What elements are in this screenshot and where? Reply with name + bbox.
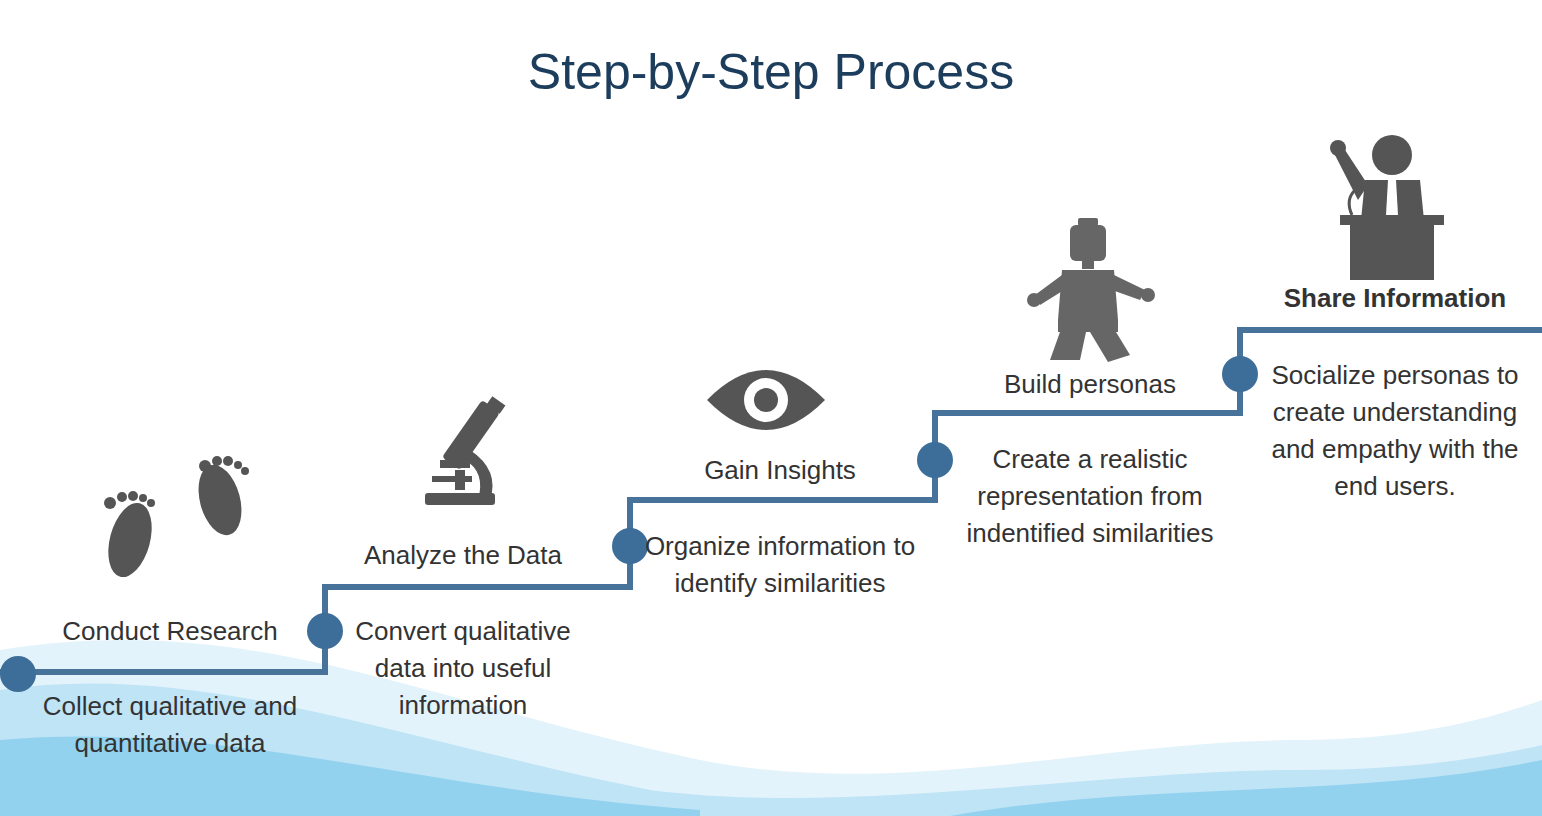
step-heading: Share Information <box>1255 280 1535 317</box>
step-description: Create a realistic representation from i… <box>960 441 1220 552</box>
step-heading: Analyze the Data <box>333 537 593 574</box>
diagram-title: Step-by-Step Process <box>0 40 1542 104</box>
figure-icon <box>1027 218 1155 362</box>
step-dot <box>917 442 953 478</box>
step-description: Organize information to identify similar… <box>635 528 925 602</box>
step-heading: Gain Insights <box>650 452 910 489</box>
step-dot <box>612 528 648 564</box>
wave <box>950 760 1542 816</box>
eye-icon <box>707 370 825 430</box>
step-description: Convert qualitative data into useful inf… <box>338 613 588 724</box>
microscope-icon <box>425 396 505 505</box>
step-heading: Conduct Research <box>20 613 320 650</box>
wave <box>0 640 1542 816</box>
step-description: Socialize personas to create understandi… <box>1255 357 1535 505</box>
wave <box>0 683 1542 816</box>
stair-line <box>0 330 1542 672</box>
step-description: Collect qualitative and quantitative dat… <box>20 688 320 762</box>
step-dot <box>0 656 36 692</box>
podium-speaker-icon <box>1330 135 1444 280</box>
footprints-icon <box>101 456 249 582</box>
step-dot <box>307 613 343 649</box>
step-heading: Build personas <box>960 366 1220 403</box>
step-dot <box>1222 356 1258 392</box>
